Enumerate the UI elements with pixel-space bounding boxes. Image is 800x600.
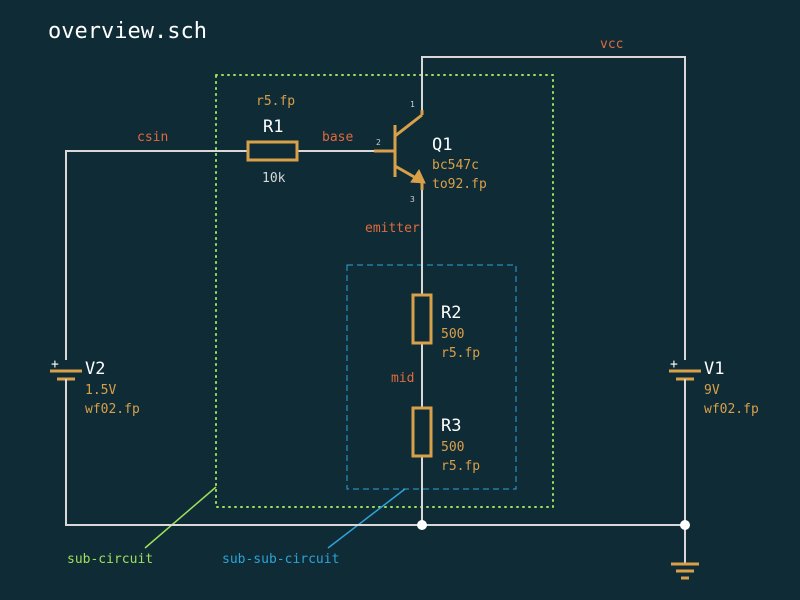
ground-icon [671,562,699,580]
wires [65,56,686,563]
sub-sub-circuit-label: sub-sub-circuit [222,552,339,567]
q1-ref: Q1 [432,135,452,155]
net-label-mid: mid [391,371,414,386]
sub-circuit-label: sub-circuit [67,552,153,567]
sub-sub-circuit-box [346,264,517,490]
net-label-vcc: vcc [600,37,623,52]
r1-ref: R1 [263,117,283,137]
resistor-r2[interactable]: R2 500 r5.fp [411,293,480,361]
v2-footprint: wf02.fp [85,402,140,417]
wire-vcc [421,56,686,360]
sub-circuit-callout [144,486,217,549]
battery-icon [50,369,82,387]
wire-ground-rail [65,387,685,526]
sub-sub-circuit-callout [327,488,406,549]
v2-value: 1.5V [85,383,116,398]
q1-value: bc547c [432,158,479,173]
q1-pin-label: 2 [376,138,381,147]
net-label-csin: csin [137,130,168,145]
resistor-icon [246,140,299,162]
resistor-r3[interactable]: R3 500 r5.fp [411,406,480,474]
schematic-title: overview.sch [48,19,207,44]
r3-footprint: r5.fp [441,459,480,474]
net-label-base: base [322,130,353,145]
npn-transistor-icon [374,110,426,190]
v1-ref: V1 [704,359,724,379]
junction-dot [680,520,690,530]
resistor-r1[interactable]: r5.fp R1 10k [246,94,299,186]
sub-circuit-box [215,74,554,508]
v1-footprint: wf02.fp [704,402,759,417]
v2-polarity: + [51,357,59,372]
wire-csin [65,150,248,360]
transistor-q1[interactable]: 1 2 3 Q1 bc547c to92.fp [374,100,487,204]
v1-value: 9V [704,383,720,398]
v2-ref: V2 [85,359,105,379]
battery-icon [669,369,701,387]
resistor-icon [411,293,433,345]
junction-dot [417,520,427,530]
q1-pin-label: 1 [410,100,415,109]
q1-footprint: to92.fp [432,177,487,192]
r2-value: 500 [441,327,464,342]
r2-footprint: r5.fp [441,346,480,361]
q1-pin-label: 3 [410,195,415,204]
net-label-emitter: emitter [365,221,420,236]
resistor-icon [411,406,433,458]
v1-polarity: + [670,357,678,372]
r3-value: 500 [441,440,464,455]
r1-footprint: r5.fp [256,94,295,109]
voltage-source-v1[interactable]: + V1 9V wf02.fp [669,357,759,417]
r2-ref: R2 [441,303,461,323]
r1-value: 10k [262,171,286,186]
voltage-source-v2[interactable]: + V2 1.5V wf02.fp [50,357,140,417]
r3-ref: R3 [441,416,461,436]
